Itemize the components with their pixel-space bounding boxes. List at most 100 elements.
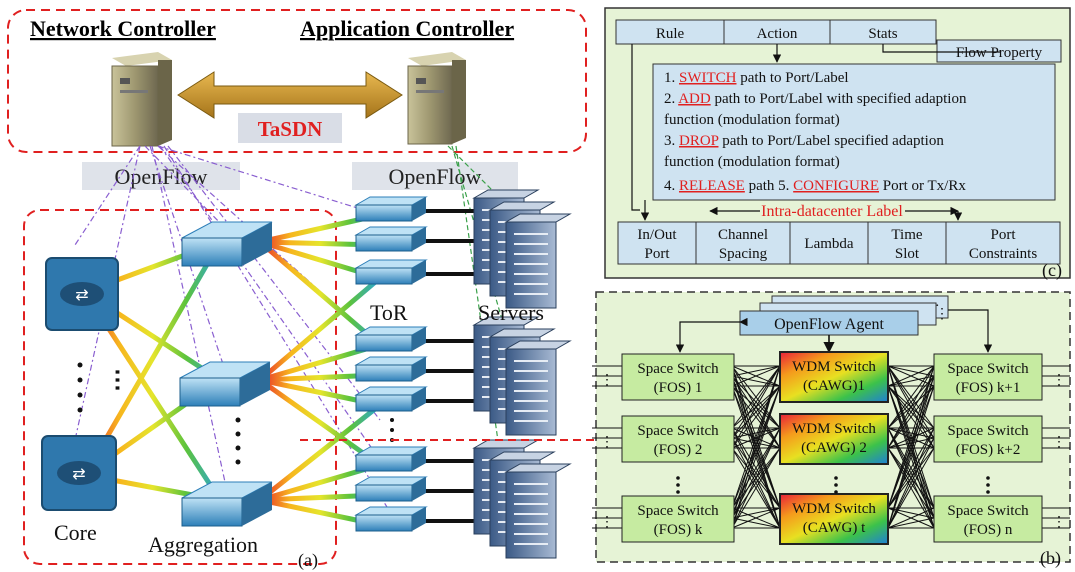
header-stats-text: Stats [868, 26, 897, 42]
svg-text:Constraints: Constraints [969, 246, 1037, 262]
core-dots [77, 362, 83, 413]
svg-text:Space Switch: Space Switch [947, 361, 1029, 377]
application-controller-label: Application Controller [300, 16, 514, 41]
svg-text:⋮: ⋮ [600, 515, 614, 530]
control-lines [74, 145, 396, 521]
core-ellipsis: ⋯ [104, 368, 130, 392]
svg-text:(FOS) k+1: (FOS) k+1 [956, 380, 1021, 396]
action-list-box [652, 63, 1056, 201]
tor-switch-icon [354, 386, 478, 412]
aggregation-switch-icon [181, 221, 273, 267]
tasdn-label: TaSDN [258, 117, 323, 141]
aggregation-switch-icon [179, 361, 271, 407]
action-line: 2. ADD path to Port/Label with specified… [664, 91, 967, 107]
svg-text:⋮: ⋮ [935, 307, 949, 322]
svg-text:Space Switch: Space Switch [947, 423, 1029, 439]
svg-text:(FOS) n: (FOS) n [964, 522, 1013, 538]
server-rack-icon [472, 439, 572, 559]
header-stats [829, 19, 937, 45]
core-switch-icon: ⇄ [45, 257, 119, 331]
svg-text:(FOS) k+2: (FOS) k+2 [956, 442, 1021, 458]
tor-groups [354, 189, 572, 559]
fabric-box [23, 209, 337, 565]
core-label: Core [54, 520, 97, 545]
action-line: 1. SWITCH path to Port/Label [664, 70, 849, 86]
header-action [723, 19, 831, 45]
action-line: 3. DROP path to Port/Label specified ada… [664, 133, 944, 149]
svg-text:Space Switch: Space Switch [637, 361, 719, 377]
space-switch-right: Space Switch (FOS) k+2 [933, 415, 1043, 463]
svg-text:(CAWG) t: (CAWG) t [803, 520, 866, 536]
svg-text:Space Switch: Space Switch [637, 423, 719, 439]
svg-text:⋮: ⋮ [1052, 435, 1066, 450]
flow-property-text: Flow Property [956, 45, 1043, 61]
action-lines: 1. SWITCH path to Port/Label 2. ADD path … [664, 70, 967, 194]
svg-text:WDM Switch: WDM Switch [792, 501, 876, 517]
openflow-right-badge [352, 162, 518, 190]
network-controller-server-icon [111, 52, 172, 147]
action-line: 4. RELEASE path 5. CONFIGURE Port or Tx/… [664, 178, 966, 194]
svg-text:Port: Port [990, 227, 1016, 243]
tor-switch-icon [354, 446, 478, 472]
space-switch-right: Space Switch(FOS) n [933, 495, 1043, 543]
intra-label-text: Intra-datacenter Label [761, 203, 903, 220]
row-ellipsis [986, 476, 990, 494]
header-action-text: Action [757, 26, 798, 42]
aggregation-dots [235, 417, 241, 465]
action-line: function (modulation format) [664, 112, 840, 128]
svg-text:(CAWG) 2: (CAWG) 2 [801, 440, 867, 456]
wdm-switch: WDM Switch(CAWG)1 [779, 351, 889, 403]
svg-text:(FOS) 2: (FOS) 2 [654, 442, 703, 458]
row-ellipsis [834, 476, 838, 494]
controller-box [7, 9, 587, 153]
flow-property-box [936, 39, 1062, 63]
action-line: function (modulation format) [664, 154, 840, 170]
svg-text:Port: Port [644, 246, 670, 262]
application-controller-server-icon [407, 52, 466, 145]
optical-switch-panel: OpenFlow Agent ⋮ · ⋮⋮⋮⋮⋮⋮ Space Switch(F… [592, 291, 1071, 569]
io-lines: ⋮ ⋮ ⋮ ⋮ ⋮ ⋮ [592, 365, 1070, 530]
tor-switch-icon [354, 506, 478, 532]
servers-label: Servers [478, 300, 544, 325]
tor-switch-icon [354, 259, 478, 285]
tor-switch-icon [354, 356, 478, 382]
bidirectional-arrow-icon [177, 71, 403, 119]
svg-text:·: · [935, 299, 940, 314]
controller-group: Network Controller Application Controlle… [7, 9, 587, 153]
svg-text:⋮: ⋮ [1052, 515, 1066, 530]
panel-c-tag: (c) [1042, 260, 1062, 281]
server-rack-icon [472, 189, 572, 309]
core-switch-icon: ⇄ [41, 435, 117, 511]
svg-text:(FOS) k: (FOS) k [654, 522, 703, 538]
svg-text:Space Switch: Space Switch [637, 503, 719, 519]
panel-a-tag: (a) [298, 550, 318, 571]
label-field-cell: Lambda [789, 221, 869, 265]
svg-text:⋮: ⋮ [600, 373, 614, 388]
svg-text:Slot: Slot [895, 246, 920, 262]
tor-switch-icon [354, 226, 478, 252]
openflow-agent-text: OpenFlow Agent [774, 316, 884, 333]
tor-switch-icon [354, 196, 478, 222]
space-switch-left: Space Switch (FOS) 2 [621, 415, 735, 463]
wdm-switch: WDM Switch (CAWG) t [779, 493, 889, 545]
tor-switch-icon [354, 326, 478, 352]
svg-text:Lambda: Lambda [804, 236, 853, 252]
openflow-left-label: OpenFlow [115, 164, 208, 189]
openflow-right-label: OpenFlow [389, 164, 482, 189]
svg-text:WDM Switch: WDM Switch [792, 359, 876, 375]
svg-text:⋮: ⋮ [1052, 373, 1066, 388]
tor-label: ToR [370, 300, 408, 325]
tor-dots [390, 418, 394, 442]
svg-text:Channel: Channel [718, 227, 768, 243]
svg-text:⋮: ⋮ [600, 435, 614, 450]
wdm-switch: WDM Switch(CAWG) 2 [779, 413, 889, 465]
server-rack-icon [472, 316, 572, 436]
flow-table-panel: Rule Action Stats Flow Property 1. SWITC… [604, 7, 1071, 281]
openflow-left-badge [82, 162, 240, 190]
row-ellipsis [676, 476, 680, 494]
